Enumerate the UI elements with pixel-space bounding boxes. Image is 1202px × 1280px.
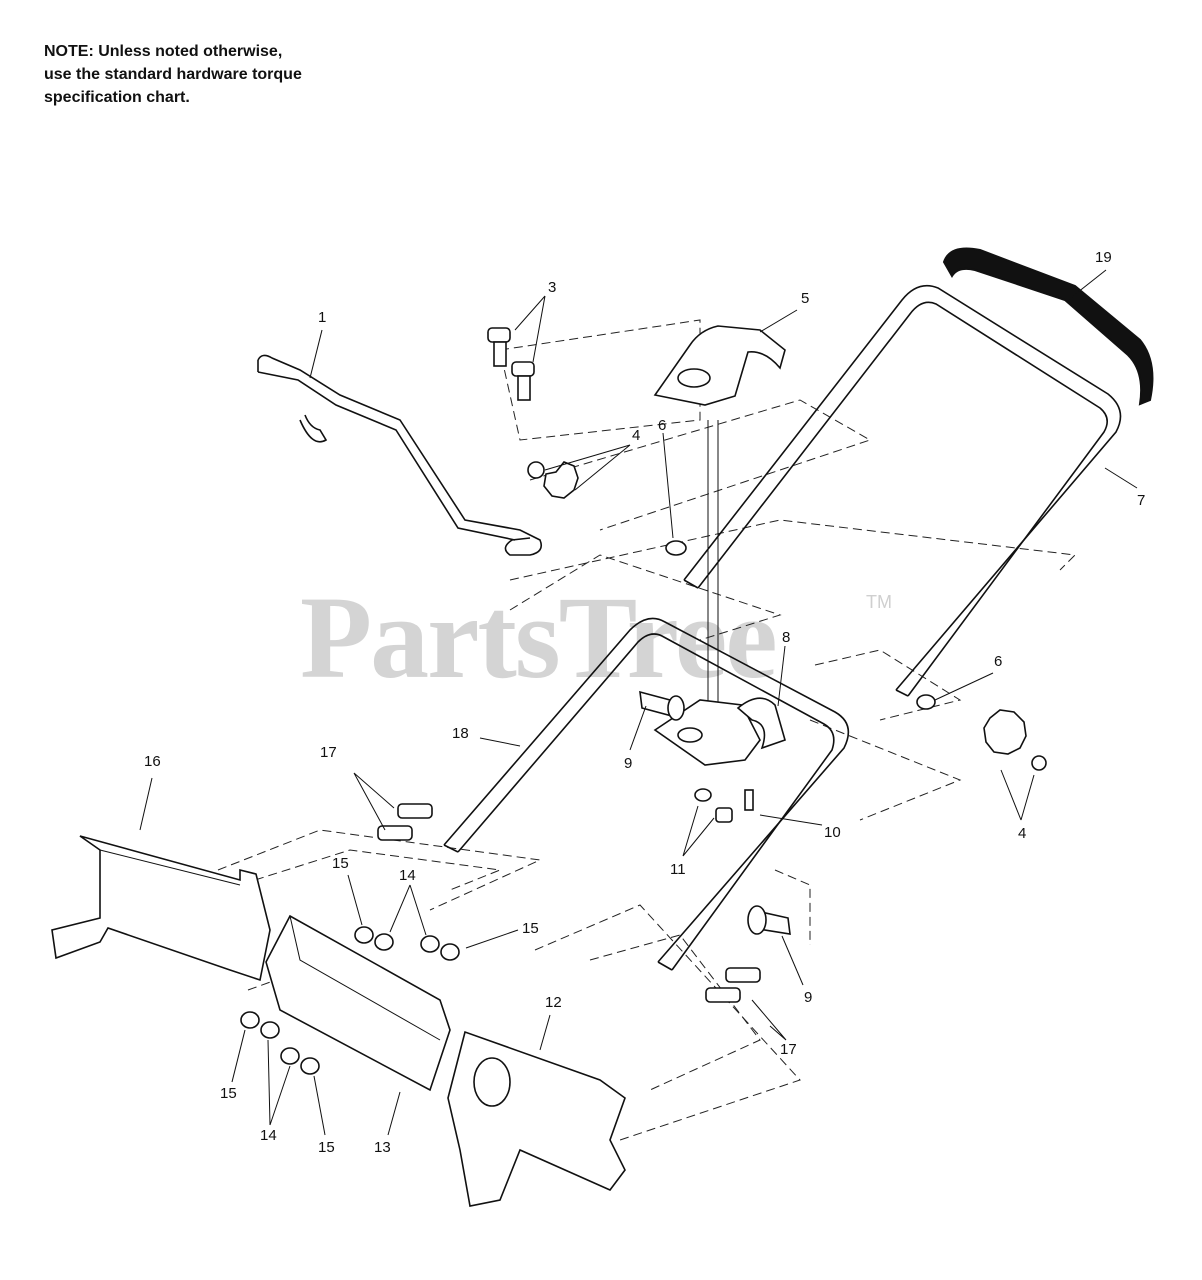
callout-9-lower: 9: [804, 989, 812, 1006]
part-control-rod: [257, 354, 543, 556]
part-knob-lower: [983, 709, 1047, 771]
callout-3: 3: [548, 279, 556, 296]
part-upper-bracket: [653, 325, 786, 406]
callout-10: 10: [824, 824, 841, 841]
part-bolts-17: [377, 803, 761, 1003]
callout-1: 1: [318, 309, 326, 326]
part-upper-handle: [683, 284, 1122, 697]
callout-19: 19: [1095, 249, 1112, 266]
callout-13: 13: [374, 1139, 391, 1156]
callout-11: 11: [670, 861, 686, 878]
note-line-3: specification chart.: [44, 89, 190, 106]
callout-5: 5: [801, 290, 809, 307]
callout-18: 18: [452, 725, 469, 742]
callout-14-b: 14: [260, 1127, 277, 1144]
callout-4-upper: 4: [632, 427, 640, 444]
part-center-bracket: [265, 914, 451, 1092]
part-handle-grip: [942, 247, 1154, 406]
callout-14-a: 14: [399, 867, 416, 884]
callout-9-upper: 9: [624, 755, 632, 772]
part-small-hardware: [694, 788, 754, 823]
part-nuts-washers: [240, 926, 460, 1075]
callout-17-lower: 17: [780, 1041, 797, 1058]
watermark-logo: PartsTree: [300, 572, 778, 703]
part-bolts: [487, 327, 535, 401]
note-line-1: NOTE: Unless noted otherwise,: [44, 43, 283, 60]
callout-7: 7: [1137, 492, 1145, 509]
callout-17-upper: 17: [320, 744, 337, 761]
part-right-plate: [447, 1030, 626, 1207]
watermark-trademark: TM: [866, 592, 892, 612]
callout-15-b: 15: [522, 920, 539, 937]
callout-4-lower: 4: [1018, 825, 1026, 842]
callout-6-lower: 6: [994, 653, 1002, 670]
callout-6-upper: 6: [658, 417, 666, 434]
leader-lines: [139, 269, 1138, 1136]
callout-15-c: 15: [220, 1085, 237, 1102]
part-knob-upper: [527, 461, 579, 499]
callout-15-d: 15: [318, 1139, 335, 1156]
callout-8: 8: [782, 629, 790, 646]
callout-15-a: 15: [332, 855, 349, 872]
part-washers: [665, 540, 936, 710]
note-text: NOTE: Unless noted otherwise, use the st…: [44, 40, 302, 109]
callout-16: 16: [144, 753, 161, 770]
callout-labels: 1 3 4 5 6 7 19 8 6 18 9 4 10 11 9 17 17 …: [144, 249, 1145, 1156]
note-line-2: use the standard hardware torque: [44, 66, 302, 83]
part-carriage-bolts: [639, 690, 791, 935]
part-lower-handle: [443, 617, 850, 971]
callout-12: 12: [545, 994, 562, 1011]
part-left-plate: [51, 835, 271, 982]
